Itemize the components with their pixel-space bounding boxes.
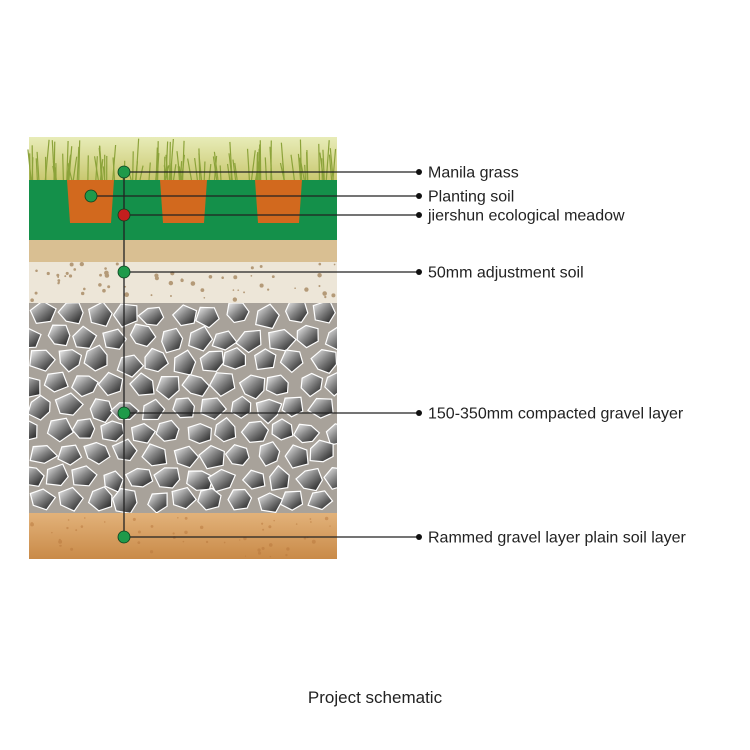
layer-marker (84, 189, 98, 203)
layer-annotation: Manila grass (117, 165, 519, 182)
planting-soil-pockets (67, 180, 302, 223)
layer-label: Planting soil (428, 189, 514, 206)
layer-label: 50mm adjustment soil (428, 265, 584, 282)
leader-end-dot (416, 410, 422, 416)
layer-marker (117, 165, 131, 179)
layer-annotation: Rammed gravel layer plain soil layer (117, 530, 687, 547)
layer-label: Rammed gravel layer plain soil layer (428, 530, 687, 547)
layer-annotation: jiershun ecological meadow (117, 208, 625, 225)
rammed-base-soil-layer (29, 513, 337, 559)
leader-end-dot (416, 193, 422, 199)
grass-layer (27, 137, 337, 181)
layer-annotation: Planting soil (84, 189, 514, 206)
leader-end-dot (416, 212, 422, 218)
compacted-gravel-layer (29, 303, 337, 513)
layer-annotation: 50mm adjustment soil (117, 265, 584, 282)
layer-label: 150-350mm compacted gravel layer (428, 406, 684, 423)
layer-annotation: 150-350mm compacted gravel layer (117, 406, 684, 423)
leader-end-dot (416, 534, 422, 540)
layer-marker (117, 406, 131, 420)
layer-label: jiershun ecological meadow (427, 208, 625, 225)
layer-marker (117, 208, 131, 222)
layer-marker (117, 265, 131, 279)
leader-end-dot (416, 269, 422, 275)
figure-caption: Project schematic (307, 688, 443, 707)
layer-label: Manila grass (428, 165, 519, 182)
transition-band (29, 240, 337, 262)
layer-marker (117, 530, 131, 544)
leader-end-dot (416, 169, 422, 175)
adjustment-soil-layer (29, 261, 337, 303)
